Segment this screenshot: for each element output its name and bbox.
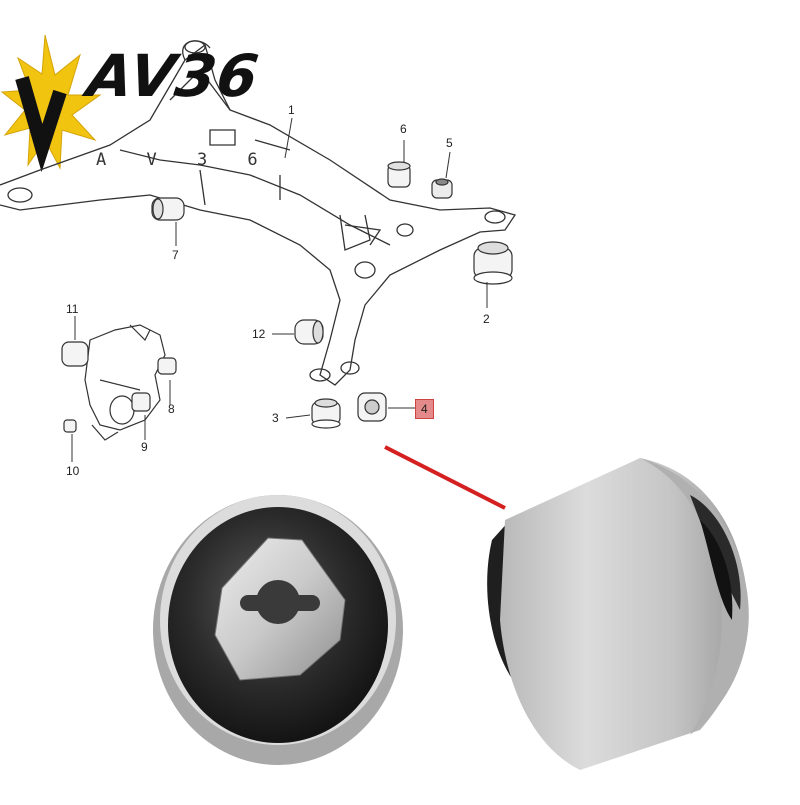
callout-8: 8: [168, 402, 175, 416]
logo-wordmark: AV36: [83, 42, 264, 110]
callout-12: 12: [252, 327, 266, 341]
callout-7: 7: [172, 248, 179, 262]
callout-2: 2: [483, 312, 490, 326]
callout-10: 10: [66, 464, 80, 478]
bushing-2: [473, 241, 513, 285]
bushing-4: [357, 392, 387, 422]
callout-3: 3: [272, 411, 279, 425]
callout-9: 9: [141, 440, 148, 454]
callout-11: 11: [66, 302, 79, 316]
callout-5: 5: [446, 136, 453, 150]
callout-1: 1: [288, 103, 295, 117]
logo-star-icon: [0, 34, 102, 173]
knuckle-drawing: [61, 324, 177, 441]
subframe-drawing: [0, 40, 517, 386]
bushing-12: [294, 319, 324, 345]
bushing-face-photo: [153, 495, 403, 765]
callout-4-highlighted: 4: [415, 399, 434, 419]
pointer-line: [384, 445, 506, 510]
leader-lines: [71, 117, 488, 462]
callout-6: 6: [400, 122, 407, 136]
logo-subtext: A V 3 6: [96, 150, 273, 170]
bushing-3: [311, 398, 341, 429]
bushing-parts: [151, 161, 513, 429]
bushing-6: [387, 161, 411, 188]
bushing-5: [431, 178, 453, 199]
bushing-7: [151, 197, 185, 221]
bushing-side-photo: [487, 458, 749, 770]
